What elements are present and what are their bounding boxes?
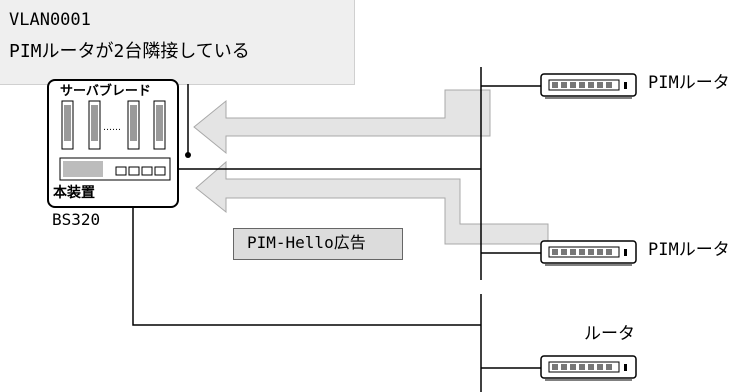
callout-pointer-dot — [185, 152, 191, 158]
switch-port — [115, 166, 127, 176]
hello-advert-box — [233, 228, 403, 260]
hello-arrow-upper — [193, 89, 491, 155]
pim-router-1-label: PIMルータ — [648, 73, 730, 93]
router-icon — [540, 240, 637, 266]
pim-router-2-label: PIMルータ — [648, 240, 730, 260]
switch-port — [128, 166, 140, 176]
blade-ellipsis: …… — [103, 123, 121, 133]
callout-description: PIMルータが2台隣接している — [9, 41, 250, 62]
device-label: 本装置 — [53, 185, 95, 201]
hello-advert-label: PIM-Hello広告 — [247, 233, 366, 252]
switch-port — [154, 166, 166, 176]
router-icon — [540, 355, 637, 381]
router-icon — [540, 73, 637, 99]
callout-vlan-name: VLAN0001 — [9, 10, 91, 30]
hello-arrow-lower — [195, 160, 549, 245]
switch-port — [141, 166, 153, 176]
router-label: ルータ — [584, 324, 635, 344]
link-to-other-segment — [132, 186, 481, 326]
vlan-callout — [0, 0, 355, 85]
server-blades: …… — [61, 100, 166, 150]
server-blade-label: サーバブレード — [60, 84, 151, 99]
device-model-label: BS320 — [52, 210, 101, 229]
switch-module — [59, 157, 171, 181]
